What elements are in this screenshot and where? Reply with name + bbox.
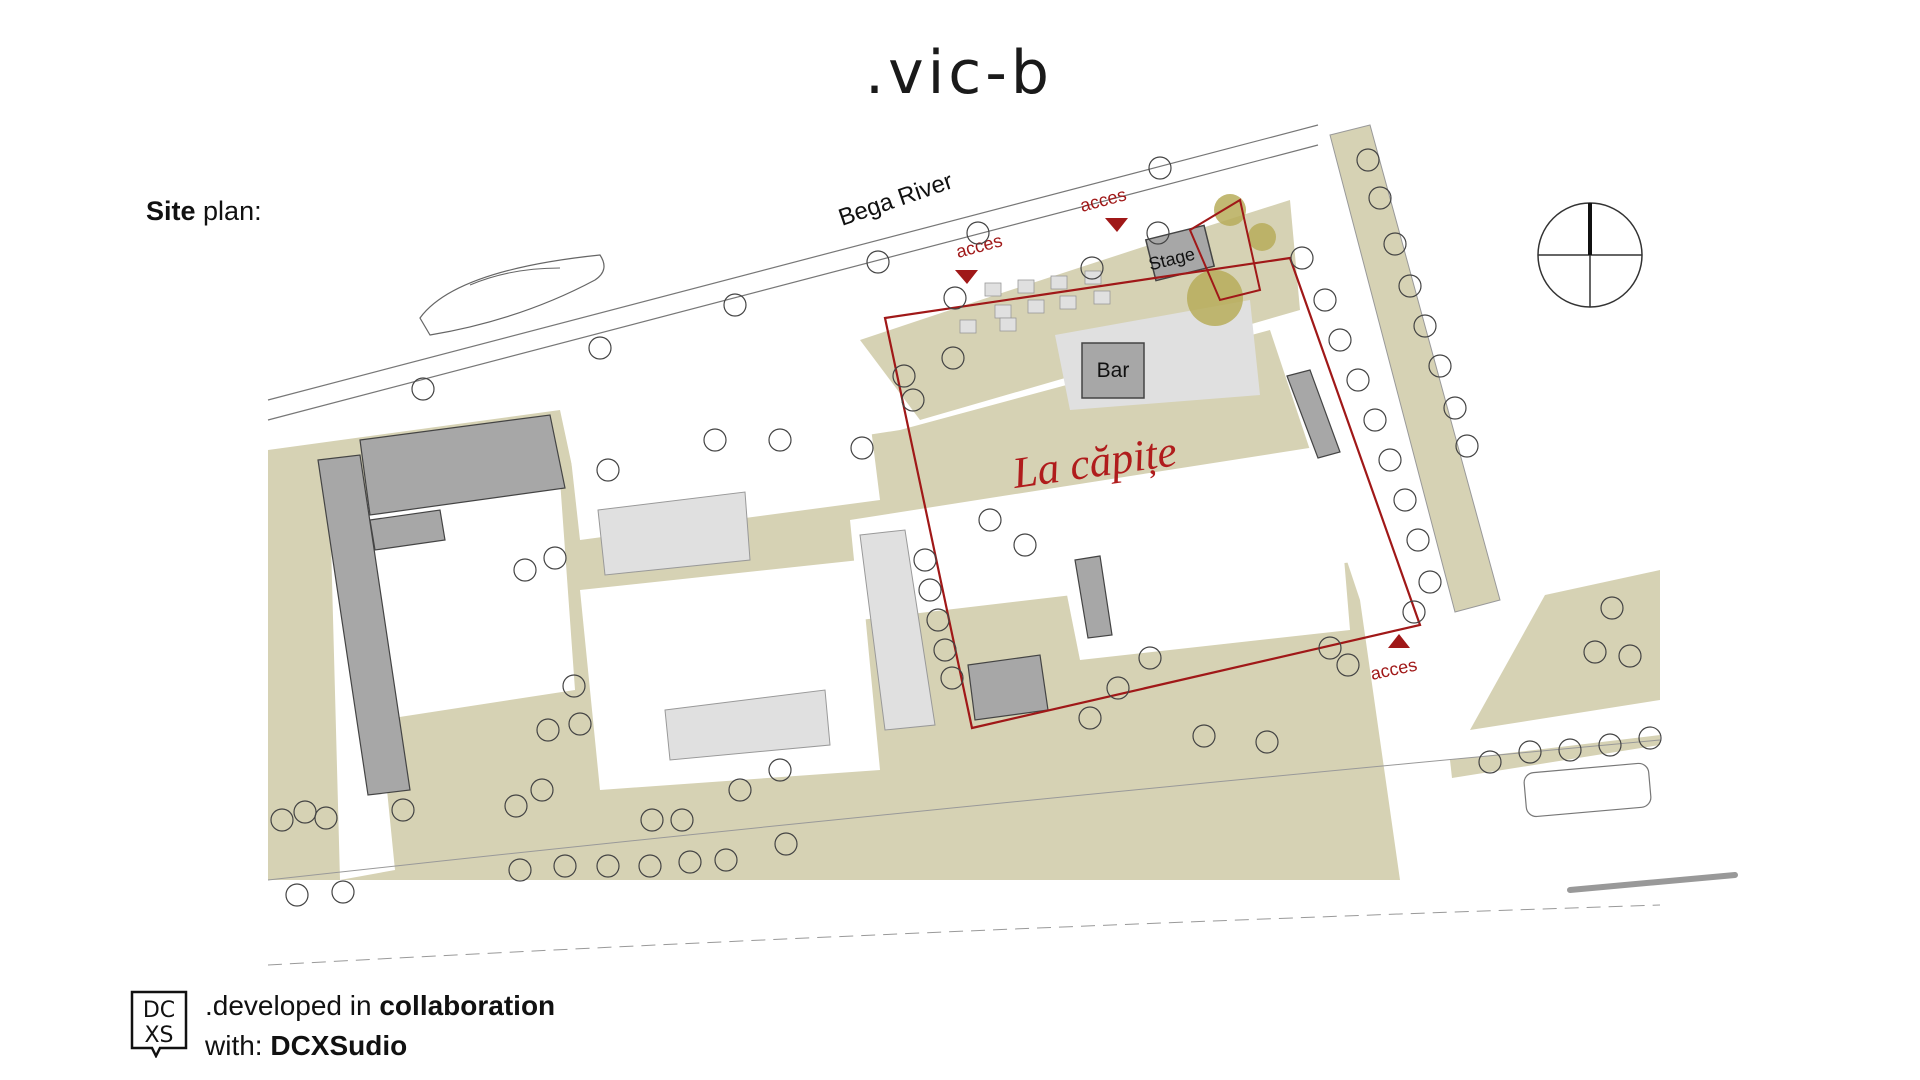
white-path [1060, 510, 1350, 660]
central-plaza [580, 560, 880, 790]
vic-b-logo: .vic-b [865, 38, 1053, 108]
credit-line1: .developed in collaboration [205, 986, 555, 1026]
river-bank-line [267, 124, 1319, 401]
boat [419, 254, 605, 336]
paved-block [597, 491, 751, 576]
building [967, 654, 1049, 721]
road-centerline [267, 904, 1661, 966]
credit-line2-prefix: with: [205, 1030, 271, 1061]
boat-deck [469, 267, 561, 286]
shrub [1187, 270, 1243, 326]
credit-line1-bold: collaboration [379, 990, 556, 1021]
credit-line2-bold: DCXSudio [270, 1030, 408, 1061]
road-edge [267, 739, 1661, 881]
credit-line2: with: DCXSudio [205, 1026, 555, 1066]
stage-boundary [1188, 198, 1262, 302]
page-title: Site plan: [146, 196, 262, 227]
access-arrow [1388, 634, 1410, 648]
credit-line1-prefix: .developed in [205, 990, 380, 1021]
access-label: acces [1369, 655, 1419, 684]
site-boundary [883, 256, 1422, 730]
roadside-strip [1450, 735, 1660, 778]
building [1074, 555, 1113, 639]
lane-marker [1567, 872, 1738, 893]
bar-label: Bar [1097, 359, 1130, 382]
shrub [1248, 223, 1276, 251]
building [317, 454, 411, 796]
badge-line2: XS [144, 1023, 173, 1048]
bar-building [1081, 342, 1145, 399]
access-label: acces [1078, 184, 1129, 215]
seating-grid [959, 270, 1111, 334]
river-label: Bega River [835, 167, 956, 231]
building [1286, 369, 1341, 459]
car [1523, 762, 1652, 818]
title-rest: plan: [195, 196, 262, 226]
paved-block [664, 689, 831, 761]
building [369, 509, 446, 551]
badge-line1: DC [143, 998, 175, 1023]
dcxs-badge: DC XS [130, 990, 188, 1058]
trees [270, 148, 1662, 907]
tree-avenue-strip [1329, 124, 1501, 613]
white-path [330, 480, 575, 880]
right-green [1470, 570, 1660, 730]
access-arrow [1105, 218, 1128, 232]
paved-block [859, 529, 936, 731]
title-bold: Site [146, 196, 196, 226]
river-bank-line [267, 144, 1319, 421]
building [359, 414, 566, 516]
access-label: acces [954, 230, 1005, 261]
credit-text: .developed in collaboration with: DCXSud… [205, 986, 555, 1066]
access-arrow [955, 270, 978, 284]
